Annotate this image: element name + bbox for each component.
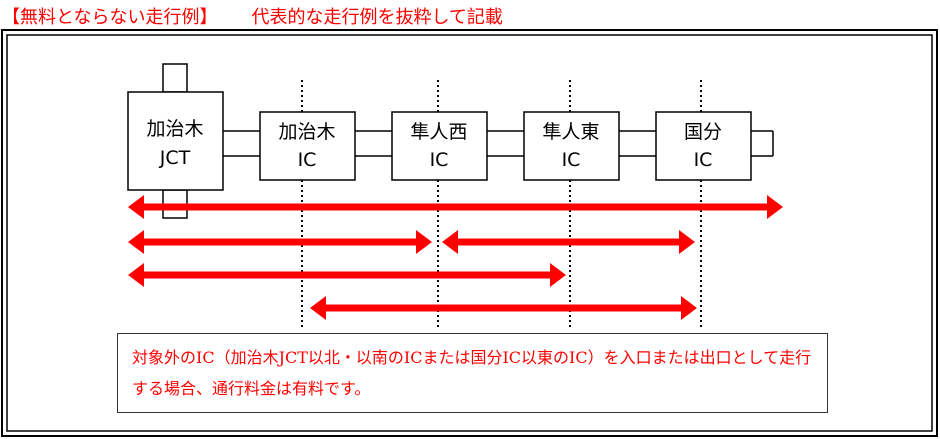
double-arrow [128, 263, 566, 287]
node-label: IC [562, 149, 581, 171]
node-hayato-nishi-ic: 隼人西 IC [391, 111, 488, 181]
note-text: 対象外のIC（加治木JCT以北・以南のICまたは国分IC以東のIC）を入口または… [132, 348, 812, 398]
node-label: IC [298, 149, 317, 171]
node-label: 加治木 [278, 121, 335, 143]
note-box: 対象外のIC（加治木JCT以北・以南のICまたは国分IC以東のIC）を入口または… [117, 333, 828, 413]
diagram-title: 【無料とならない走行例】 代表的な走行例を抜粋して記載 [2, 3, 503, 29]
node-label: JCT [159, 147, 191, 169]
title-main: 【無料とならない走行例】 [2, 7, 218, 28]
node-label: IC [430, 149, 449, 171]
double-arrow [310, 296, 697, 320]
node-label: 加治木 [146, 118, 203, 140]
jct-north-stub [162, 63, 188, 93]
node-kajiki-jct: 加治木 JCT [127, 91, 224, 191]
inner-frame [6, 34, 933, 432]
route-arrows [128, 195, 783, 320]
double-arrow [128, 230, 432, 254]
node-label: 隼人西 [410, 121, 467, 143]
node-kajiki-ic: 加治木 IC [259, 111, 356, 181]
node-label: 隼人東 [542, 121, 599, 143]
node-label: IC [694, 149, 713, 171]
title-subtitle: 代表的な走行例を抜粋して記載 [251, 7, 503, 28]
double-arrow [128, 195, 783, 219]
double-arrow [442, 230, 695, 254]
node-label: 国分 [684, 121, 722, 143]
node-kokubu-ic: 国分 IC [655, 111, 752, 181]
outer-frame [1, 29, 938, 437]
node-hayato-higashi-ic: 隼人東 IC [523, 111, 620, 181]
